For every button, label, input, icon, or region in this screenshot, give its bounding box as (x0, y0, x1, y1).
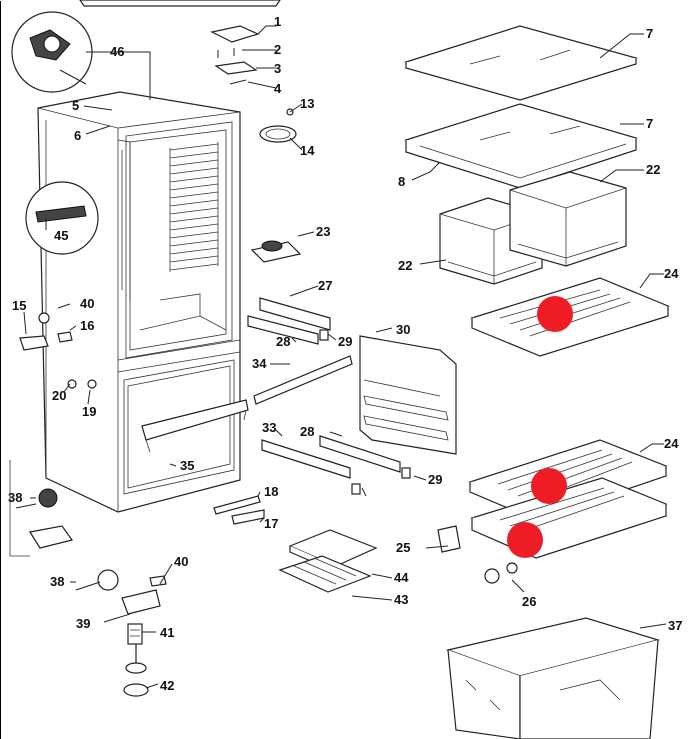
label-part-7-upper: 7 (646, 26, 653, 41)
label-part-14: 14 (300, 143, 315, 158)
label-part-5: 5 (72, 98, 79, 113)
highlight-markers (507, 296, 573, 558)
label-part-18: 18 (264, 484, 278, 499)
label-part-20: 20 (52, 388, 66, 403)
crisper-box-22-right (509, 171, 627, 267)
label-part-4: 4 (274, 81, 282, 96)
leveling-foot-41-42 (123, 623, 149, 697)
roller-26 (484, 562, 518, 584)
label-part-40-upper: 40 (80, 296, 94, 311)
label-part-16: 16 (80, 318, 94, 333)
seal-detail-45 (25, 181, 99, 255)
label-part-34: 34 (252, 356, 267, 371)
label-part-30: 30 (396, 322, 410, 337)
glass-shelf-7-8 (404, 103, 639, 189)
label-part-35: 35 (180, 458, 194, 473)
drawer-37 (445, 617, 661, 739)
red-marker-crisper-tray-middle (531, 468, 567, 504)
hinge-bracket-15 (19, 312, 97, 389)
label-part-24-upper: 24 (664, 266, 679, 281)
wheel-38-lower (75, 569, 167, 615)
label-part-39: 39 (76, 616, 90, 631)
label-part-33: 33 (262, 420, 276, 435)
part-number-labels: 1 2 3 4 5 6 46 13 14 7 7 8 22 22 24 23 2… (8, 14, 682, 693)
glass-shelf-7-upper (403, 25, 639, 101)
top-cut-part (79, 0, 281, 7)
label-part-27: 27 (318, 278, 332, 293)
bracket-25 (437, 525, 461, 553)
fridge-cabinet (37, 91, 241, 513)
label-part-24-lower: 24 (664, 436, 679, 451)
label-part-28-upper: 28 (276, 334, 290, 349)
bar-34 (253, 355, 353, 405)
label-part-26: 26 (522, 594, 536, 609)
label-part-7-lower: 7 (646, 116, 653, 131)
label-part-29-lower: 29 (428, 472, 442, 487)
label-part-46: 46 (110, 44, 124, 59)
ice-tray-43-44 (278, 529, 378, 593)
label-part-22-right: 22 (646, 162, 660, 177)
red-marker-crisper-tray-lower (507, 522, 543, 558)
label-part-8: 8 (398, 174, 405, 189)
label-part-19: 19 (82, 404, 96, 419)
label-part-42: 42 (160, 678, 174, 693)
fan-motor-23 (250, 240, 302, 263)
label-part-29-upper: 29 (338, 334, 352, 349)
hinge-cover-parts (210, 25, 260, 85)
leader-lines (23, 25, 667, 689)
label-part-40-lower: 40 (174, 554, 188, 569)
label-part-13: 13 (300, 96, 314, 111)
label-part-37: 37 (668, 618, 682, 633)
label-part-15: 15 (12, 298, 26, 313)
label-part-43: 43 (394, 592, 408, 607)
label-part-17: 17 (264, 516, 278, 531)
label-part-38-upper: 38 (8, 490, 22, 505)
hinge-detail-46 (11, 11, 93, 93)
door-bin-35 (141, 399, 249, 453)
ring-part-14 (259, 125, 297, 143)
label-part-38-lower: 38 (50, 574, 64, 589)
door-panel-30 (359, 335, 457, 455)
label-part-25: 25 (396, 540, 410, 555)
label-part-3: 3 (274, 61, 281, 76)
wheel-38-upper (9, 460, 74, 557)
label-part-41: 41 (160, 625, 174, 640)
label-part-45: 45 (54, 228, 68, 243)
clips-17-18 (213, 495, 265, 525)
label-part-6: 6 (74, 128, 81, 143)
label-part-1: 1 (274, 14, 281, 29)
label-part-23: 23 (316, 224, 330, 239)
label-part-22-left: 22 (398, 258, 412, 273)
rails-27-28 (247, 297, 331, 345)
label-part-2: 2 (274, 42, 281, 57)
label-part-28-lower: 28 (300, 424, 314, 439)
label-part-44: 44 (394, 570, 409, 585)
rails-33 (261, 435, 411, 495)
red-marker-crisper-tray-upper (537, 296, 573, 332)
